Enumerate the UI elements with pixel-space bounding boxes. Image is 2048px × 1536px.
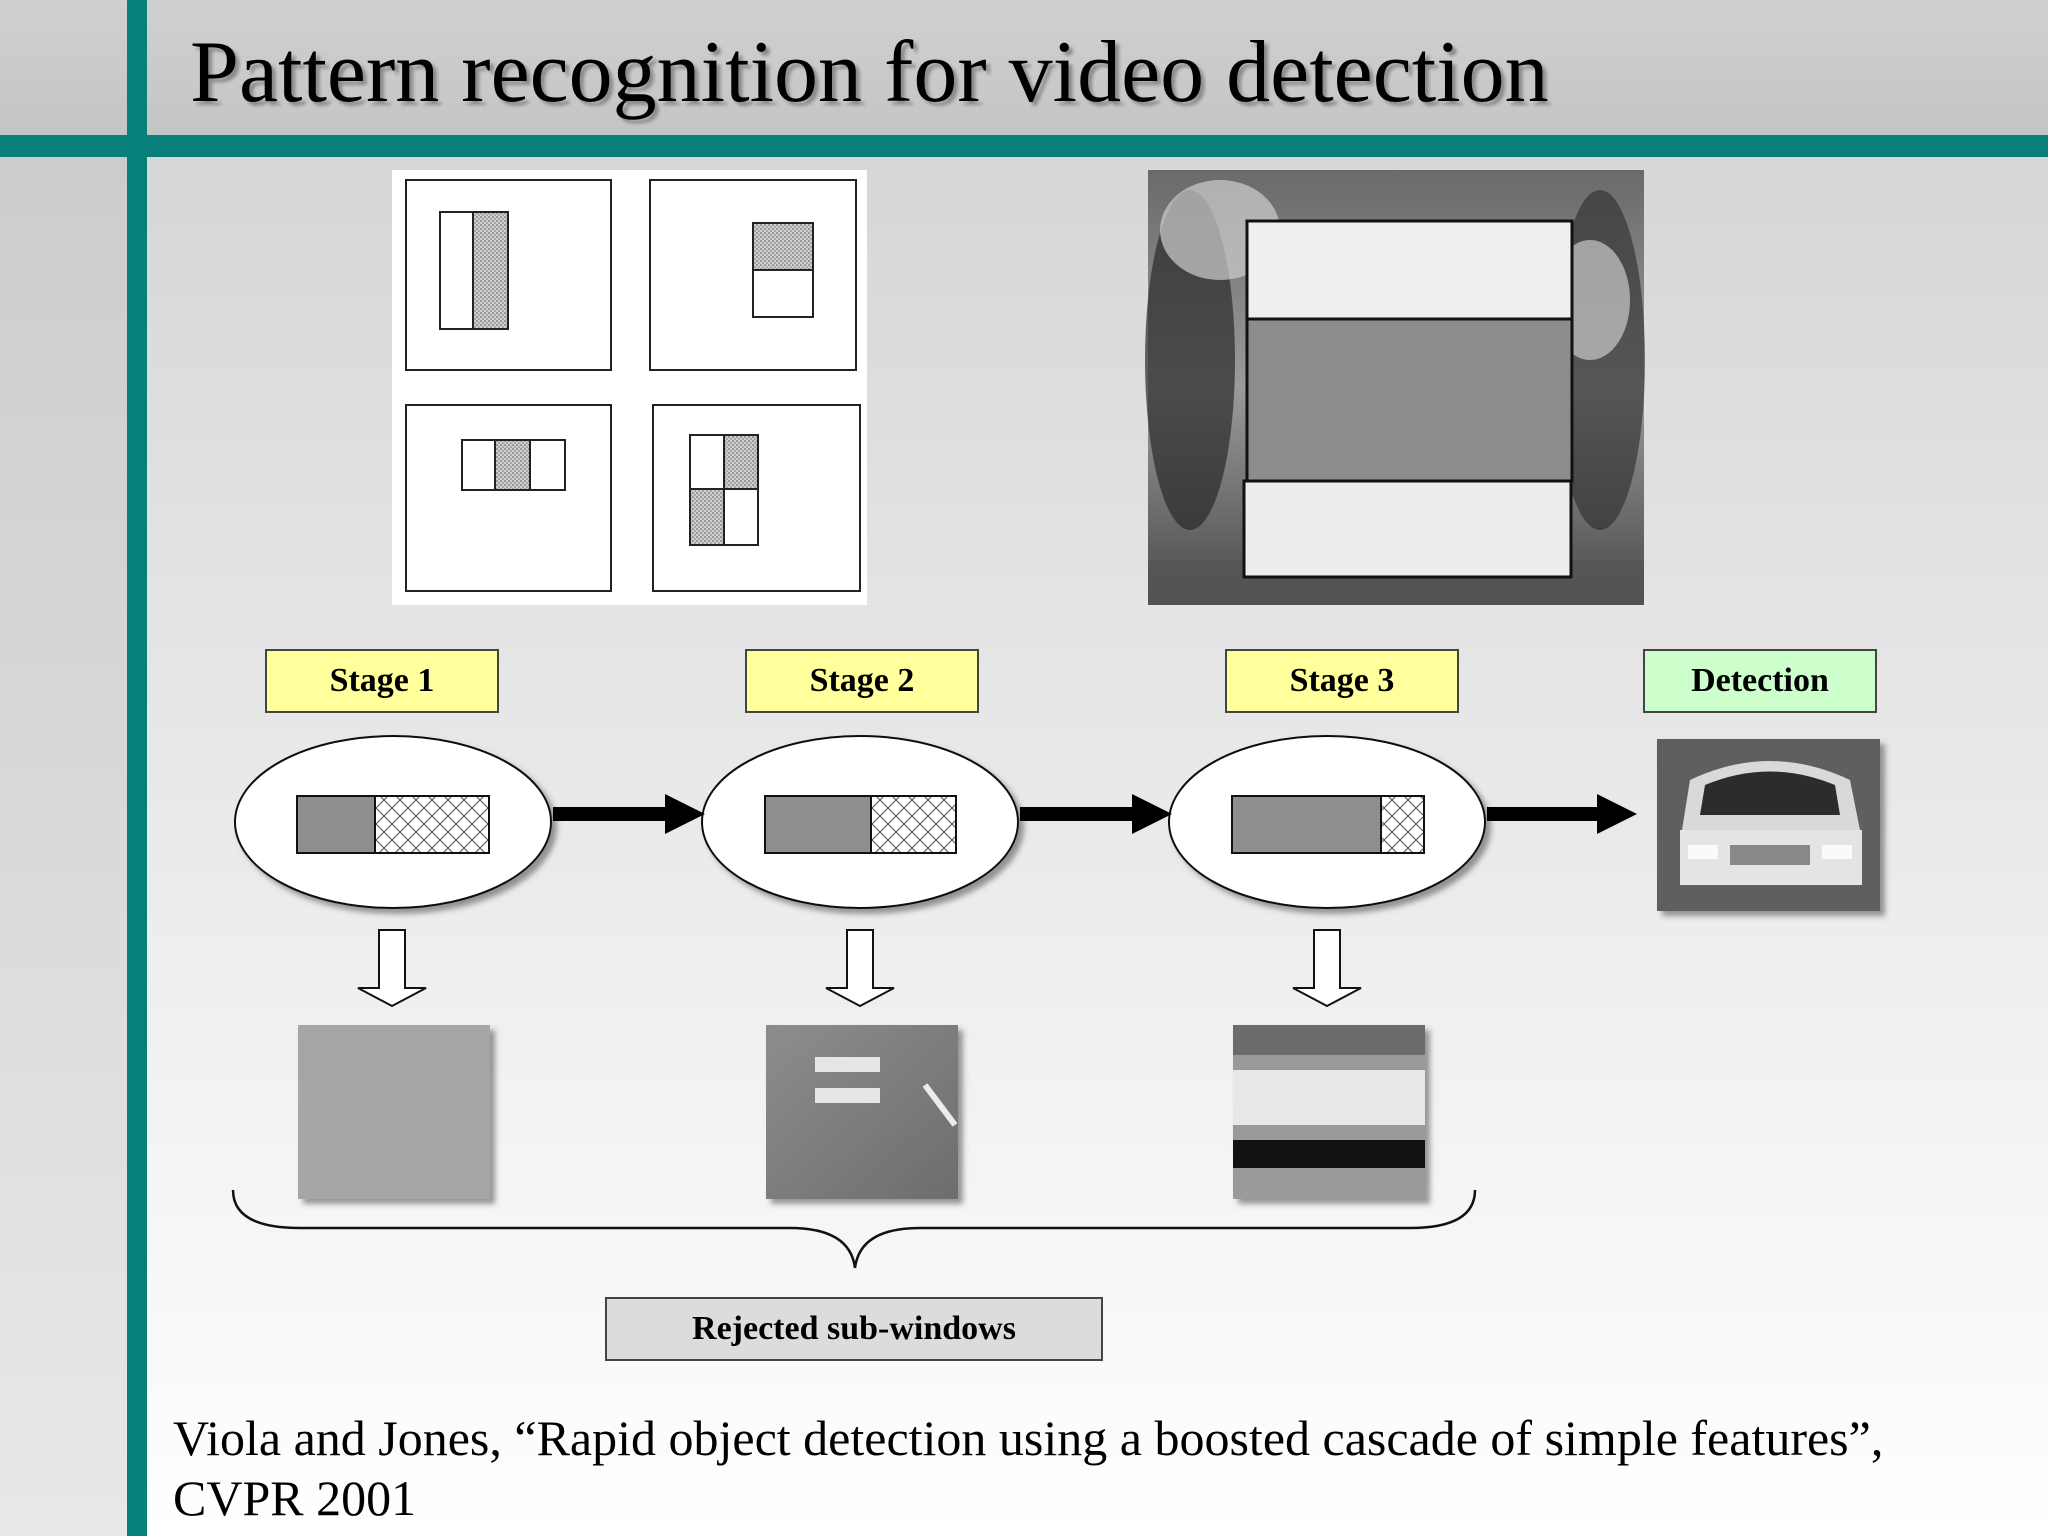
- rejected-window-3: [1233, 1025, 1425, 1199]
- detected-car-image: [1657, 739, 1880, 911]
- stage-3-node: [1168, 735, 1486, 909]
- horizontal-accent-bar: [0, 135, 2048, 157]
- flow-arrows: [553, 794, 1637, 834]
- slide-title: Pattern recognition for video detection: [190, 24, 1549, 121]
- detection-label: Detection: [1643, 649, 1877, 713]
- rejected-window-2: [766, 1025, 958, 1199]
- rejected-brace: [231, 1189, 1477, 1269]
- rejected-subwindows-label: Rejected sub-windows: [605, 1297, 1103, 1361]
- citation-line-2: CVPR 2001: [173, 1470, 417, 1526]
- haar-features-panel: [392, 170, 867, 605]
- stage-3-label: Stage 3: [1225, 649, 1459, 713]
- stage-2-node: [701, 735, 1019, 909]
- citation: Viola and Jones, “Rapid object detection…: [173, 1408, 2003, 1528]
- stage-2-label: Stage 2: [745, 649, 979, 713]
- stage-1-node: [234, 735, 552, 909]
- stage-1-label: Stage 1: [265, 649, 499, 713]
- vertical-accent-bar: [127, 0, 147, 1536]
- reject-arrows: [357, 929, 1362, 1008]
- car-feature-image: [1145, 170, 1645, 605]
- title-band: [0, 0, 2048, 137]
- citation-line-1: Viola and Jones, “Rapid object detection…: [173, 1410, 1884, 1466]
- left-panel: [0, 0, 127, 1536]
- rejected-window-1: [298, 1025, 490, 1199]
